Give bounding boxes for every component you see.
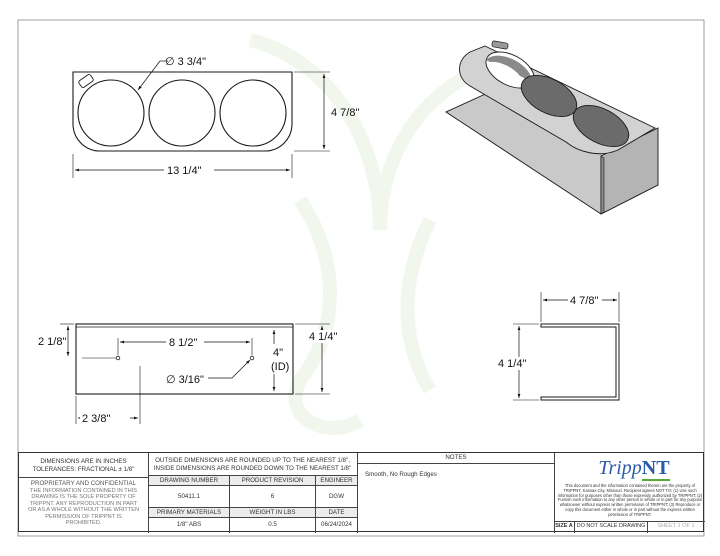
top-width-label: 13 1/4" — [167, 165, 202, 177]
rounding-line-1: OUTSIDE DIMENSIONS ARE ROUNDED UP TO THE… — [155, 457, 350, 464]
front-spacing-label: 8 1/2" — [169, 337, 197, 349]
front-small-hole-label: ∅ 3/16" — [166, 374, 204, 386]
drawing-number-value: 50411.1 — [178, 493, 200, 500]
scale-note: DO NOT SCALE DRAWING — [576, 523, 646, 529]
logo-text-nt: NT — [641, 457, 670, 481]
iso-label-slot — [491, 40, 509, 50]
materials-label: PRIMARY MATERIALS — [149, 508, 229, 517]
top-hole-diameter-label: ∅ 3 3/4" — [165, 56, 206, 68]
weight-label: WEIGHT IN LBS — [230, 508, 315, 517]
sheet-border — [17, 19, 705, 537]
notes-text: Smooth, No Rough Edges — [365, 471, 437, 478]
front-view: 2 1/8" 8 1/2" 4" (ID) 4 1/4" ∅ 3/16" 2 3… — [38, 323, 342, 425]
top-hole-2 — [148, 79, 216, 147]
top-view: ∅ 3 3/4" 4 7/8" 13 1/4" — [72, 56, 359, 178]
side-depth-label: 4 7/8" — [570, 295, 598, 307]
rounding-line-2: INSIDE DIMENSIONS ARE ROUNDED DOWN TO TH… — [153, 465, 352, 472]
drawing-number-label: DRAWING NUMBER — [149, 476, 229, 485]
revision-value: 6 — [270, 493, 275, 500]
title-block: DIMENSIONS ARE IN INCHES TOLERANCES: FRA… — [18, 452, 705, 533]
engineer-value: DGW — [328, 493, 345, 500]
engineer-label: ENGINEER — [316, 476, 357, 485]
top-hole-1 — [77, 79, 145, 147]
front-inside-height-label: 4" — [273, 347, 283, 359]
front-bottom-offset-label: 2 3/8" — [82, 413, 110, 425]
date-label: DATE — [316, 508, 357, 517]
top-height-label: 4 7/8" — [331, 107, 359, 119]
top-label-slot — [78, 74, 94, 88]
front-left-offset-label: 2 1/8" — [38, 336, 66, 348]
materials-value: 1/8" ABS — [176, 521, 202, 528]
front-small-hole-1 — [115, 355, 121, 361]
logo-text-tripp: Tripp — [598, 457, 642, 479]
dimensions-header: DIMENSIONS ARE IN INCHES — [40, 458, 127, 465]
revision-label: PRODUCT REVISION — [230, 476, 315, 485]
front-outside-height-label: 4 1/4" — [309, 331, 337, 343]
side-height-label: 4 1/4" — [498, 358, 526, 370]
isometric-view — [445, 40, 659, 215]
top-view-outline — [72, 71, 293, 152]
tolerances-text: TOLERANCES: FRACTIONAL ± 1/8" — [32, 466, 135, 473]
top-hole-3 — [219, 79, 287, 147]
side-view-profile — [540, 323, 620, 401]
front-inside-id-label: (ID) — [271, 361, 289, 373]
legal-text: This document and the information contai… — [557, 483, 703, 517]
trippnt-logo: TrippNT — [579, 454, 689, 482]
front-small-hole-leader — [231, 359, 251, 379]
notes-label: NOTES — [445, 454, 467, 461]
weight-value: 0.5 — [268, 521, 277, 528]
top-hole-leader — [137, 60, 161, 91]
iso-hole-3 — [572, 104, 630, 148]
proprietary-header: PROPRIETARY AND CONFIDENTIAL — [30, 480, 137, 487]
proprietary-text: THE INFORMATION CONTAINED IN THIS DRAWIN… — [27, 488, 140, 527]
front-small-hole-2 — [249, 355, 255, 361]
front-view-outline — [75, 323, 294, 395]
date-value: 06/24/2024 — [321, 521, 352, 528]
size-label: SIZE A — [555, 523, 573, 529]
side-view: 4 7/8" 4 1/4" — [496, 292, 620, 401]
sheet-number: SHEET 1 OF 1 — [657, 523, 695, 529]
